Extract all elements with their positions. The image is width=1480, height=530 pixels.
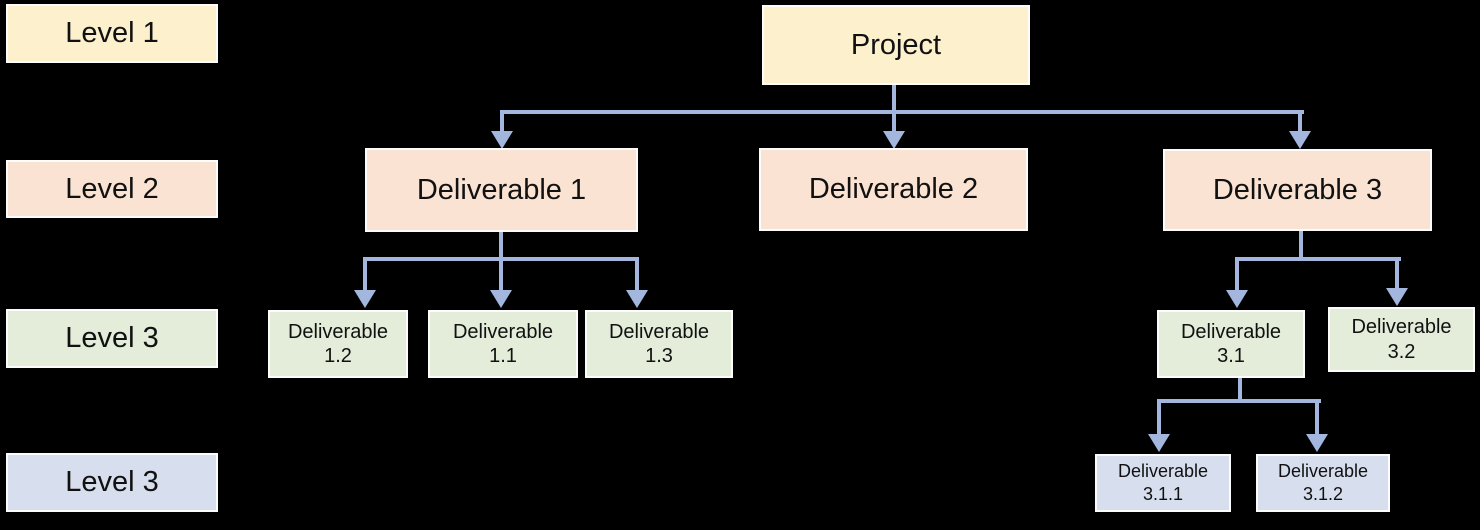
node-deliverable-1-3-line1: Deliverable [608,320,710,343]
legend-level-3-green-label: Level 3 [65,322,159,354]
connector-d1-horizontal [363,257,639,261]
connector-project-to-d1 [500,112,504,134]
node-deliverable-3: Deliverable 3 [1163,149,1432,231]
node-deliverable-1-2-line1: Deliverable [287,320,389,343]
node-deliverable-3-2-line1: Deliverable [1351,316,1452,339]
node-deliverable-3-1-2: Deliverable 3.1.2 [1256,454,1390,512]
connector-d31-to-d312 [1315,401,1319,435]
legend-level-1: Level 1 [6,4,218,63]
legend-level-2: Level 2 [6,160,218,218]
node-deliverable-3-1-2-line1: Deliverable [1277,460,1369,481]
node-deliverable-2-label: Deliverable 2 [808,173,979,205]
node-deliverable-3-2: Deliverable 3.2 [1328,307,1475,372]
connector-d1-to-d13 [635,259,639,291]
connector-project-to-d3 [1298,112,1302,134]
node-deliverable-1-2-line2: 1.2 [324,345,352,367]
legend-level-3-blue-label: Level 3 [65,466,159,498]
node-deliverable-3-1-1-line1: Deliverable [1117,460,1209,481]
node-deliverable-3-1-1: Deliverable 3.1.1 [1095,454,1231,512]
node-deliverable-3-1-line1: Deliverable [1180,320,1282,343]
connector-d31-horizontal [1157,399,1321,403]
arrowhead-down-d11-icon [490,290,512,308]
connector-d31-to-d311 [1157,401,1161,435]
arrowhead-down-d1-icon [491,131,513,149]
arrowhead-down-d32-icon [1386,288,1408,306]
node-deliverable-3-label: Deliverable 3 [1212,173,1383,206]
node-deliverable-1: Deliverable 1 [365,148,638,232]
arrowhead-down-d13-icon [626,290,648,308]
arrowhead-down-d31-icon [1226,290,1248,308]
arrowhead-down-d3-icon [1289,131,1311,149]
connector-d1-stem [499,232,503,290]
legend-level-3-green: Level 3 [6,309,218,368]
node-deliverable-1-1-line2: 1.1 [489,345,517,367]
node-deliverable-3-1: Deliverable 3.1 [1157,310,1305,378]
node-deliverable-1-3-line2: 1.3 [645,345,673,367]
connector-d3-stem [1299,231,1303,261]
node-deliverable-1-2: Deliverable 1.2 [268,310,408,378]
connector-d1-to-d12 [363,259,367,291]
node-deliverable-3-2-line2: 3.2 [1387,340,1416,363]
node-deliverable-3-1-line2: 3.1 [1217,345,1245,367]
arrowhead-down-d12-icon [354,290,376,308]
node-deliverable-3-1-2-line2: 3.1.2 [1302,484,1344,504]
node-project: Project [762,5,1030,85]
node-deliverable-1-label: Deliverable 1 [416,173,587,206]
connector-project-horizontal [500,110,1304,114]
arrowhead-down-d311-icon [1148,434,1170,452]
legend-level-3-blue: Level 3 [6,453,218,512]
arrowhead-down-d2-icon [883,131,905,149]
node-deliverable-2: Deliverable 2 [759,148,1028,231]
node-deliverable-1-1: Deliverable 1.1 [428,310,578,378]
legend-level-2-label: Level 2 [65,172,159,205]
connector-d3-to-d32 [1395,259,1399,289]
legend-level-1-label: Level 1 [65,17,159,49]
arrowhead-down-d312-icon [1306,434,1328,452]
node-deliverable-1-3: Deliverable 1.3 [585,310,733,378]
node-deliverable-1-1-line1: Deliverable [452,320,554,343]
node-project-label: Project [850,28,942,61]
connector-d31-stem [1238,378,1242,403]
connector-project-to-d2 [892,85,896,133]
node-deliverable-3-1-1-line2: 3.1.1 [1142,484,1184,504]
connector-d3-horizontal [1235,257,1401,261]
connector-d3-to-d31 [1235,259,1239,291]
